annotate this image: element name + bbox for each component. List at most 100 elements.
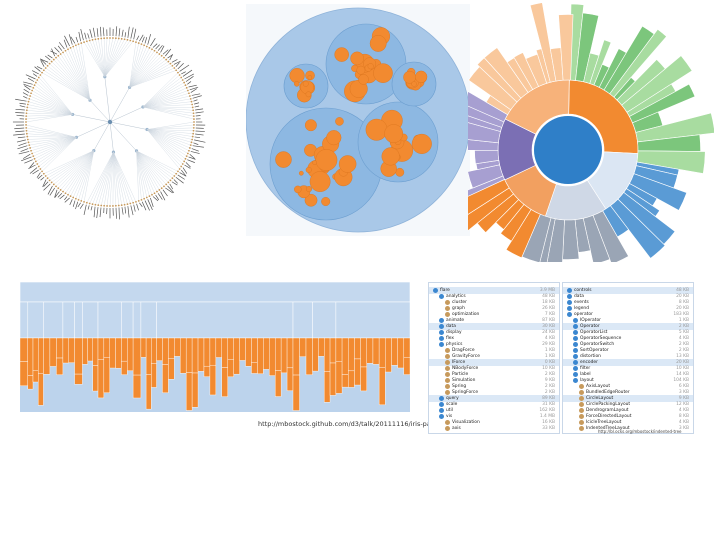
node-dot-icon[interactable] — [439, 408, 444, 413]
node-dot-icon[interactable] — [445, 348, 450, 353]
node-dot-icon[interactable] — [579, 396, 584, 401]
node-dot-icon[interactable] — [573, 336, 578, 341]
node-dot-icon[interactable] — [579, 426, 584, 431]
node-dot-icon[interactable] — [445, 390, 450, 395]
source-url[interactable]: http://bl.ocks.org/mbostock/indented-tre… — [598, 429, 682, 434]
node-dot-icon[interactable] — [445, 300, 450, 305]
node-dot-icon[interactable] — [579, 420, 584, 425]
node-dot-icon[interactable] — [567, 300, 572, 305]
node-dot-icon[interactable] — [445, 354, 450, 359]
node-dot-icon[interactable] — [445, 372, 450, 377]
node-dot-icon[interactable] — [445, 360, 450, 365]
node-dot-icon[interactable] — [579, 408, 584, 413]
node-dot-icon[interactable] — [567, 312, 572, 317]
node-dot-icon[interactable] — [573, 324, 578, 329]
node-dot-icon[interactable] — [567, 306, 572, 311]
node-dot-icon[interactable] — [445, 378, 450, 383]
node-dot-icon[interactable] — [445, 420, 450, 425]
node-dot-icon[interactable] — [433, 288, 438, 293]
node-dot-icon[interactable] — [439, 414, 444, 419]
node-dot-icon[interactable] — [567, 288, 572, 293]
node-dot-icon[interactable] — [439, 318, 444, 323]
node-dot-icon[interactable] — [573, 318, 578, 323]
node-dot-icon[interactable] — [579, 402, 584, 407]
figure-caption[interactable]: http://mbostock.github.com/d3/talk/20111… — [258, 420, 455, 428]
node-dot-icon[interactable] — [439, 342, 444, 347]
node-dot-icon[interactable] — [573, 366, 578, 371]
node-dot-icon[interactable] — [445, 426, 450, 431]
node-dot-icon[interactable] — [567, 294, 572, 299]
node-dot-icon[interactable] — [573, 348, 578, 353]
node-dot-icon[interactable] — [439, 336, 444, 341]
node-dot-icon[interactable] — [579, 414, 584, 419]
node-dot-icon[interactable] — [573, 342, 578, 347]
node-dot-icon[interactable] — [445, 306, 450, 311]
node-dot-icon[interactable] — [573, 372, 578, 377]
node-dot-icon[interactable] — [439, 324, 444, 329]
node-dot-icon[interactable] — [445, 312, 450, 317]
node-dot-icon[interactable] — [439, 330, 444, 335]
node-dot-icon[interactable] — [573, 360, 578, 365]
row-size: 24 KB — [542, 330, 555, 335]
node-dot-icon[interactable] — [439, 402, 444, 407]
node-dot-icon[interactable] — [579, 390, 584, 395]
tree-link — [104, 38, 119, 77]
node-dot-icon[interactable] — [579, 384, 584, 389]
node-dot-icon[interactable] — [573, 330, 578, 335]
node-dot-icon[interactable] — [439, 396, 444, 401]
node-dot-icon[interactable] — [445, 384, 450, 389]
node-dot-icon[interactable] — [439, 294, 444, 299]
node-dot-icon[interactable] — [573, 354, 578, 359]
node-dot-icon[interactable] — [445, 366, 450, 371]
node-dot-icon[interactable] — [573, 378, 578, 383]
